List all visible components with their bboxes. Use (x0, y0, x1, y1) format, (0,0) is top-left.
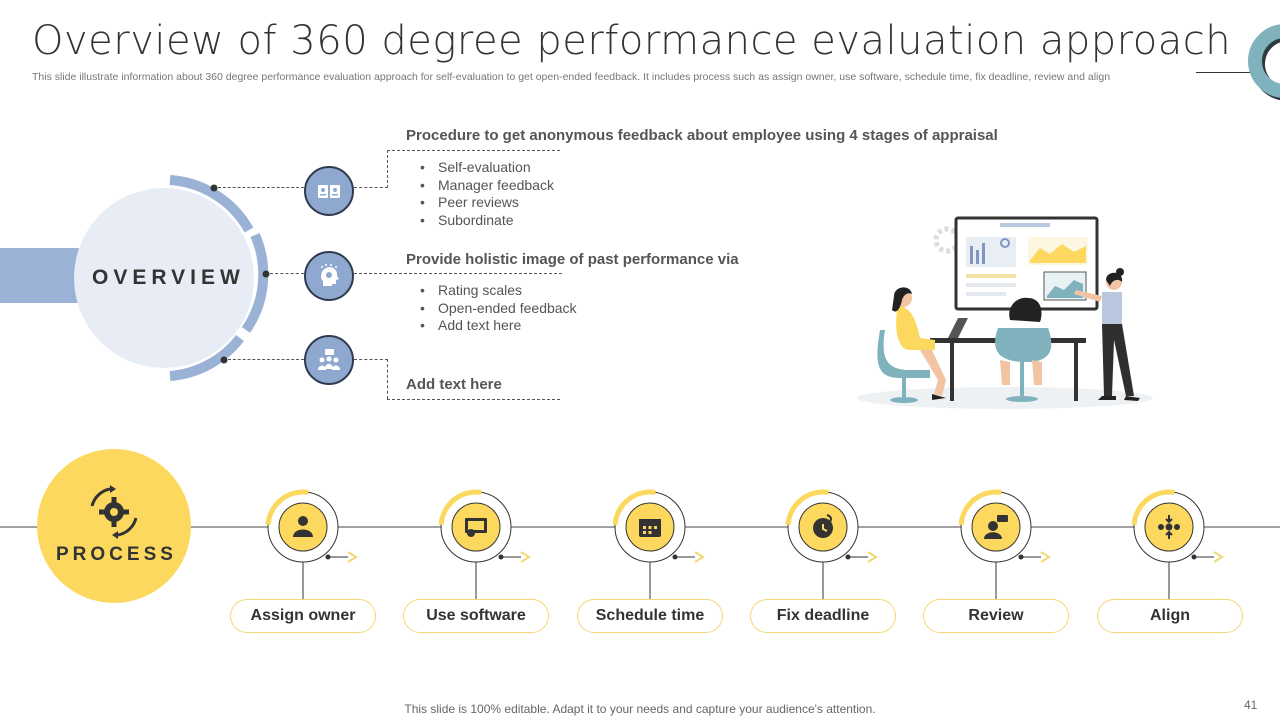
connector-3v (387, 359, 388, 399)
process-step-node (961, 492, 1049, 599)
list-item: Subordinate (406, 212, 554, 230)
page-title: Overview of 360 degree performance evalu… (32, 18, 1231, 64)
process-step-node (615, 492, 703, 599)
step-arrow-head (1214, 552, 1222, 562)
list-item: Rating scales (406, 282, 577, 300)
step-fix-deadline: Fix deadline (750, 599, 896, 633)
team-meeting-icon (304, 335, 354, 385)
process-step-node (788, 492, 876, 599)
list-item: Peer reviews (406, 194, 554, 212)
team-presentation-illustration (850, 210, 1160, 415)
connector-3b (354, 359, 388, 360)
step-arrow-head (1041, 552, 1049, 562)
connector-1v (387, 150, 388, 188)
connector-3 (228, 359, 304, 360)
list-item: Add text here (406, 317, 577, 335)
section-1-heading: Procedure to get anonymous feedback abou… (406, 127, 998, 144)
footer-note: This slide is 100% editable. Adapt it to… (0, 702, 1280, 716)
connector-2b (354, 273, 562, 274)
id-cards-icon (304, 166, 354, 216)
step-schedule-time: Schedule time (577, 599, 723, 633)
process-step-node (441, 492, 529, 599)
list-item: Manager feedback (406, 177, 554, 195)
step-review: Review (923, 599, 1069, 633)
process-step-node (1134, 492, 1222, 599)
page-subtitle: This slide illustrate information about … (32, 70, 1192, 84)
head-thinking-icon (304, 251, 354, 301)
process-steps-graphics (268, 492, 1222, 599)
connector-3t (387, 399, 560, 400)
calendar-icon (639, 519, 661, 537)
process-label: PROCESS (56, 544, 177, 566)
corner-ring-logo (1248, 24, 1280, 104)
overview-label: OVERVIEW (92, 266, 245, 290)
step-arrow-head (521, 552, 529, 562)
connector-1b (354, 187, 388, 188)
section-2-heading: Provide holistic image of past performan… (406, 251, 739, 268)
step-assign-owner: Assign owner (230, 599, 376, 633)
connector-1t (387, 150, 560, 151)
section-2-bullets: Rating scales Open-ended feedback Add te… (406, 282, 577, 335)
step-arrow-head (348, 552, 356, 562)
list-item: Self-evaluation (406, 159, 554, 177)
connector-2 (270, 273, 304, 274)
connector-1 (218, 187, 304, 188)
section-3-heading: Add text here (406, 376, 502, 393)
step-arrow-head (695, 552, 703, 562)
step-align: Align (1097, 599, 1243, 633)
corner-divider (1196, 72, 1256, 73)
process-step-node (268, 492, 356, 599)
section-1-bullets: Self-evaluation Manager feedback Peer re… (406, 159, 554, 229)
list-item: Open-ended feedback (406, 300, 577, 318)
step-inner-circle (279, 503, 327, 551)
step-use-software: Use software (403, 599, 549, 633)
page-number: 41 (1244, 698, 1257, 712)
step-arrow-head (868, 552, 876, 562)
